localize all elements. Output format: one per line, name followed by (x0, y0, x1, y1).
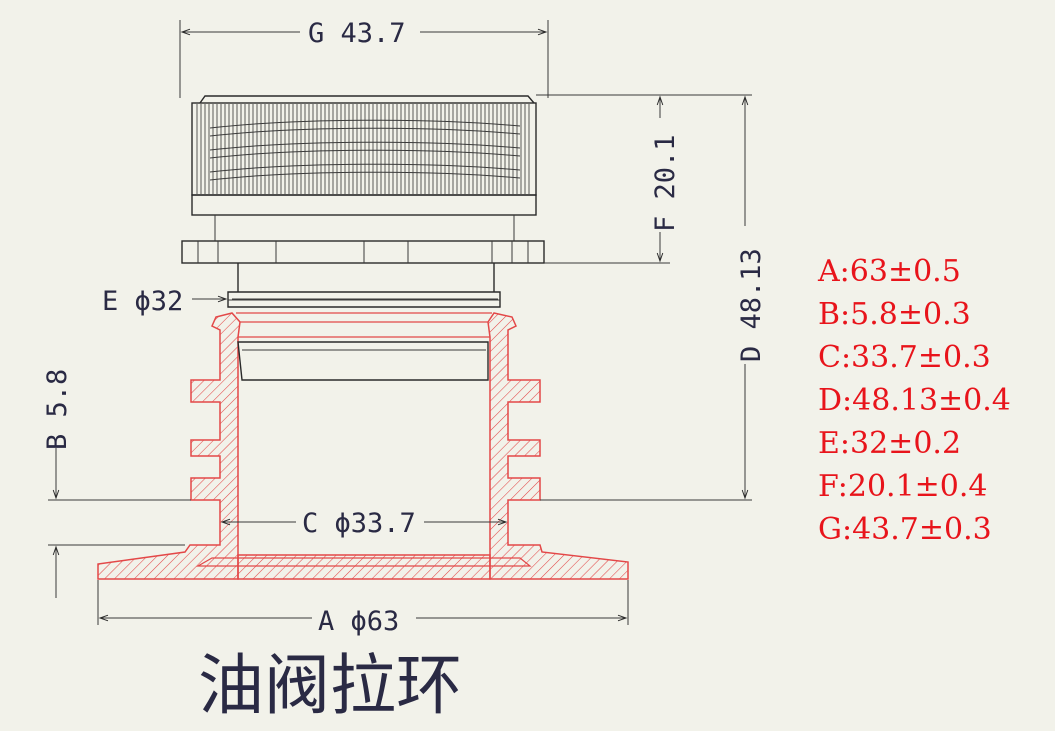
drawing-title: 油阀拉环 (198, 647, 462, 724)
spec-list: A:63±0.5 B:5.8±0.3 C:33.7±0.3 D:48.13±0.… (817, 254, 1011, 547)
spec-item-e: E:32±0.2 (818, 426, 961, 461)
dim-label-b: B 5.8 (42, 369, 73, 450)
cap-knurl-texture (196, 104, 532, 194)
dim-label-f: F 20.1 (650, 134, 681, 232)
cap-top-chamfer (199, 95, 535, 104)
bottom-flange-section (237, 554, 491, 580)
dim-label-d: D 48.13 (736, 248, 767, 362)
dim-label-e: E ϕ32 (102, 286, 183, 317)
spec-item-a: A:63±0.5 (817, 254, 961, 289)
spec-item-c: C:33.7±0.3 (818, 340, 991, 375)
dimension-lines (48, 20, 752, 625)
cap-band (191, 194, 537, 216)
spec-item-d: D:48.13±0.4 (818, 383, 1011, 418)
cap-skirt (181, 240, 545, 264)
left-wall-section (97, 312, 241, 580)
spec-item-b: B:5.8±0.3 (818, 297, 971, 332)
pull-ring-section (97, 312, 629, 580)
spec-item-f: F:20.1±0.4 (818, 469, 988, 504)
dim-label-a: A ϕ63 (318, 606, 399, 637)
dim-label-g: G 43.7 (308, 18, 406, 49)
cap-thread-lines (209, 119, 521, 181)
inner-plug (237, 341, 489, 381)
cap-neck-ring (227, 291, 501, 308)
spec-item-g: G:43.7±0.3 (818, 512, 992, 547)
right-wall-section (487, 312, 629, 580)
cap (181, 95, 545, 308)
dim-label-c: C ϕ33.7 (302, 508, 416, 539)
